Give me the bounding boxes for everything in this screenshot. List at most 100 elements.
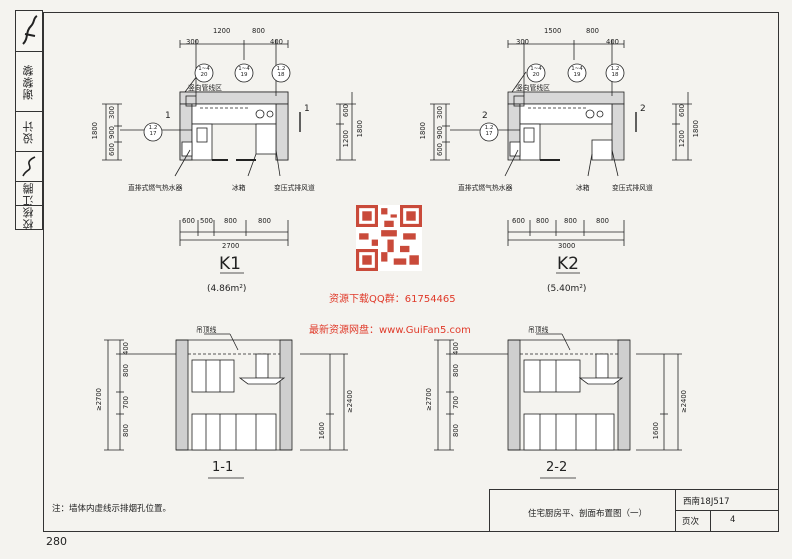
k1-left-total: 1800 [91,122,99,140]
title-block-page-label: 页次 [682,517,700,527]
s1-dim-4: 800 [122,424,130,437]
k2-top-dim-2: 800 [586,27,599,35]
k1-bottom-dim-2: 500 [200,217,213,225]
s1-dim-3: 700 [122,396,130,409]
k1-callout-3: 1.2 18 [276,66,286,78]
k1-section-mark-left: 1 [165,111,171,121]
k2-bottom-dim-4: 800 [596,217,609,225]
k2-section-mark: 2 [640,104,646,114]
s2-right-dim-1: 1600 [652,422,660,440]
qr-code-icon [356,205,422,271]
k2-bottom-dim-3: 800 [564,217,577,225]
title-block: 住宅厨房平、剖面布置图（一） 西南18J517 页次 4 [489,489,778,531]
drawing-frame [43,12,779,532]
k2-callout-2: 1~4 19 [571,66,583,78]
k1-heater-label: 直排式燃气热水器 [128,184,183,192]
watermark-qq: 资源下载QQ群：61754465 [329,294,456,305]
k2-right-dim-2: 1200 [678,130,686,148]
s2-dim-2: 800 [452,364,460,377]
s2-dim-1: 400 [452,342,460,355]
k2-bottom-dim-1: 600 [512,217,525,225]
detail-callouts [143,63,625,142]
k2-heater-label: 直排式燃气热水器 [458,184,513,192]
k2-callout-1: 1~4 20 [530,66,542,78]
k2-top-dim-4: 400 [606,38,619,46]
k1-bottom-dim-4: 800 [258,217,271,225]
tb-divider-2 [710,510,711,531]
k2-top-dim-3: 300 [516,38,529,46]
sidebar-cell-1: 谢黎黎 [16,51,42,112]
s1-dim-2: 800 [122,364,130,377]
k1-right-dim-1: 600 [342,104,350,117]
section-1-title: 1-1 [212,460,234,475]
s2-total: ≥2700 [425,388,433,411]
k1-plan [102,40,356,274]
sidebar-cell-5: 校核 [16,205,42,230]
s1-right-dim-2: ≥2400 [346,390,354,413]
title-block-title: 住宅厨房平、剖面布置图（一） [528,509,648,519]
k2-callout-3: 1.2 18 [610,66,620,78]
k2-top-dim-1: 1500 [544,27,562,35]
drawing-note: 注：墙体内虚线示排烟孔位置。 [52,504,172,514]
watermark-site: 最新资源网盘：www.GuiFan5.com [309,325,471,336]
s2-dim-3: 700 [452,396,460,409]
k1-callout-4: 1.2 17 [148,125,158,137]
k1-left-dim-1: 900 [108,126,116,139]
k1-fridge-label: 冰箱 [232,184,246,192]
k1-flue-label: 变压式排风道 [274,184,315,192]
k1-pipe-label: 竖向管线区 [188,84,222,92]
k1-plan-area: (4.86m²) [207,284,247,294]
k2-left-dim-2: 600 [436,143,444,156]
k2-pipe-label: 竖向管线区 [516,84,550,92]
k2-bottom-dim-2: 800 [536,217,549,225]
tb-divider-h [675,510,778,511]
k2-flue-label: 变压式排风道 [612,184,653,192]
s1-dim-1: 400 [122,342,130,355]
k2-left-dim-3: 300 [436,106,444,119]
k1-left-dim-3: 300 [108,106,116,119]
k1-right-dim-3: 1800 [356,120,364,138]
sidebar-cell-3 [16,151,42,182]
k2-callout-4: 1.2 17 [484,125,494,137]
k1-section-mark: 1 [304,104,310,114]
k2-fridge-label: 冰箱 [576,184,590,192]
sidebar-cell-2: 设计 [16,111,42,152]
section-2-2 [434,333,682,479]
signature-mark [16,11,42,51]
s1-ceiling-label: 吊顶线 [196,326,217,334]
k2-bottom-total: 3000 [558,242,576,250]
page-number: 280 [46,535,67,548]
handwritten-signature [22,15,38,45]
k2-plan-area: (5.40m²) [547,284,587,294]
signature-column: 谢黎黎 设计 江腾 校核 [15,10,43,230]
s1-total: ≥2700 [95,388,103,411]
k1-top-dim-3: 300 [186,38,199,46]
k2-right-dim-3: 1800 [692,120,700,138]
k2-plan [430,40,692,274]
k1-bottom-dim-3: 800 [224,217,237,225]
title-block-page-no: 4 [730,515,736,525]
s2-ceiling-label: 吊顶线 [528,326,549,334]
k2-left-dim-1: 900 [436,126,444,139]
k2-left-total: 1800 [419,122,427,140]
k1-callout-2: 1~4 19 [238,66,250,78]
k1-top-dim-2: 800 [252,27,265,35]
s2-dim-4: 800 [452,424,460,437]
s1-right-dim-1: 1600 [318,422,326,440]
s2-right-dim-2: ≥2400 [680,390,688,413]
k1-plan-title: K1 [219,254,241,274]
k1-callout-1: 1~4 20 [198,66,210,78]
k1-right-dim-2: 1200 [342,130,350,148]
k2-section-mark-left: 2 [482,111,488,121]
section-2-title: 2-2 [546,460,568,475]
k1-top-dim-1: 1200 [213,27,231,35]
sidebar-cell-4: 江腾 [16,181,42,206]
k1-top-dim-4: 400 [270,38,283,46]
section-1-1 [104,333,348,479]
title-block-code: 西南18J517 [683,497,730,507]
k2-right-dim-1: 600 [678,104,686,117]
handwritten-signature-2 [22,156,36,177]
k1-bottom-total: 2700 [222,242,240,250]
